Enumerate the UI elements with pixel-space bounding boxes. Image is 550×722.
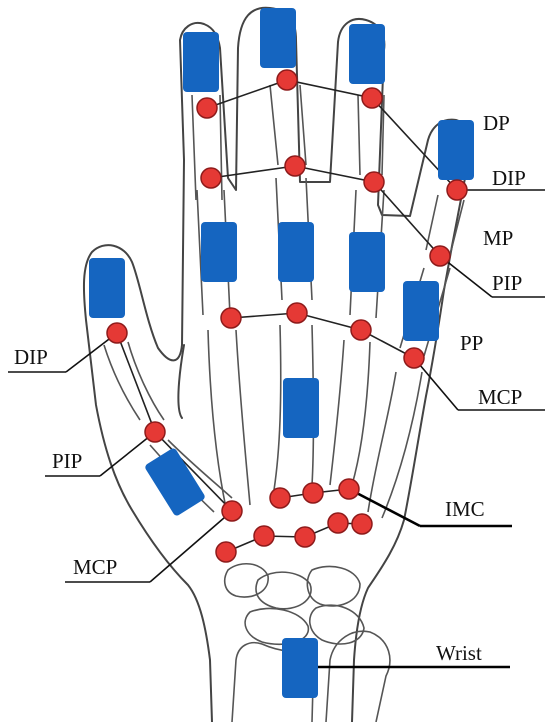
joint-ring-pip (363, 171, 385, 193)
bone (207, 329, 251, 509)
sensor-group (89, 8, 474, 698)
joint-thumb-ip (106, 322, 128, 344)
joint-thumb-mcp (221, 500, 243, 522)
label-imc: IMC (445, 497, 485, 521)
joint-carpal (294, 526, 316, 548)
joint-index-pip (200, 167, 222, 189)
label-dip-right: DIP (492, 166, 526, 190)
joint-carpal (327, 512, 349, 534)
bone (329, 339, 371, 486)
hand-outline (82, 6, 473, 722)
joint-carpal (351, 513, 373, 535)
label-group: DP DIP MP PIP PP MCP IMC Wrist DIP PIP M… (14, 111, 526, 665)
joint-carpal (215, 541, 237, 563)
bone (191, 94, 223, 201)
joint-imc-middle (302, 482, 324, 504)
joint-little-mcp (403, 347, 425, 369)
label-wrist: Wrist (436, 641, 482, 665)
joint-little-pip (429, 245, 451, 267)
leader-lines (8, 189, 545, 669)
sensor-thumb-proximal (145, 448, 205, 516)
joint-index-dip (196, 97, 218, 119)
sensor-middle-distal (260, 8, 296, 68)
joint-little-dip (446, 179, 468, 201)
sensor-index-distal (183, 32, 219, 92)
label-mp: MP (483, 226, 513, 250)
bone (269, 84, 307, 166)
joint-connections (116, 79, 458, 553)
sensor-wrist (282, 638, 318, 698)
joint-middle-pip (284, 155, 306, 177)
carpal-bone (306, 565, 361, 607)
label-pp: PP (460, 331, 483, 355)
joint-imc-index (269, 487, 291, 509)
leader-line-mcp-right (413, 357, 459, 411)
label-pip-right: PIP (492, 271, 522, 295)
sensor-ring-distal (349, 24, 385, 84)
bone (357, 94, 385, 176)
sensor-middle-middle (278, 222, 314, 282)
leader-line-pip-left (99, 431, 156, 477)
carpal-bone (223, 563, 269, 598)
label-dip-left: DIP (14, 345, 48, 369)
joint-imc-ring (338, 478, 360, 500)
label-dp: DP (483, 111, 510, 135)
label-pip-left: PIP (52, 449, 82, 473)
pip-connection-line (210, 165, 441, 257)
thumb-index-web (177, 344, 185, 419)
joint-carpal (253, 525, 275, 547)
joint-thumb-pip (144, 421, 166, 443)
leader-line-mcp-left (149, 510, 233, 583)
sensor-ring-middle (349, 232, 385, 292)
joint-index-mcp (220, 307, 242, 329)
bone (425, 194, 465, 256)
carpal-bone (309, 604, 365, 645)
joint-ring-mcp (350, 319, 372, 341)
joint-middle-mcp (286, 302, 308, 324)
bone (367, 371, 423, 519)
sensor-index-middle (201, 222, 237, 282)
label-mcp-left: MCP (73, 555, 117, 579)
leader-line-pip-right (439, 255, 493, 298)
dip-connection-line (206, 79, 458, 191)
leader-line-imc (348, 487, 421, 528)
carpal-bone (255, 571, 312, 610)
ulna-bone (325, 630, 391, 722)
joint-group (106, 69, 468, 563)
sensor-thumb-distal (89, 258, 125, 318)
label-mcp-right: MCP (478, 385, 522, 409)
hand-contour (82, 6, 473, 722)
sensor-palm (283, 378, 319, 438)
sensor-little-proximal (403, 281, 439, 341)
sensor-little-distal (438, 120, 474, 180)
bone (103, 341, 165, 421)
mcp-connection-line (230, 312, 415, 359)
joint-middle-dip (276, 69, 298, 91)
joint-ring-dip (361, 87, 383, 109)
